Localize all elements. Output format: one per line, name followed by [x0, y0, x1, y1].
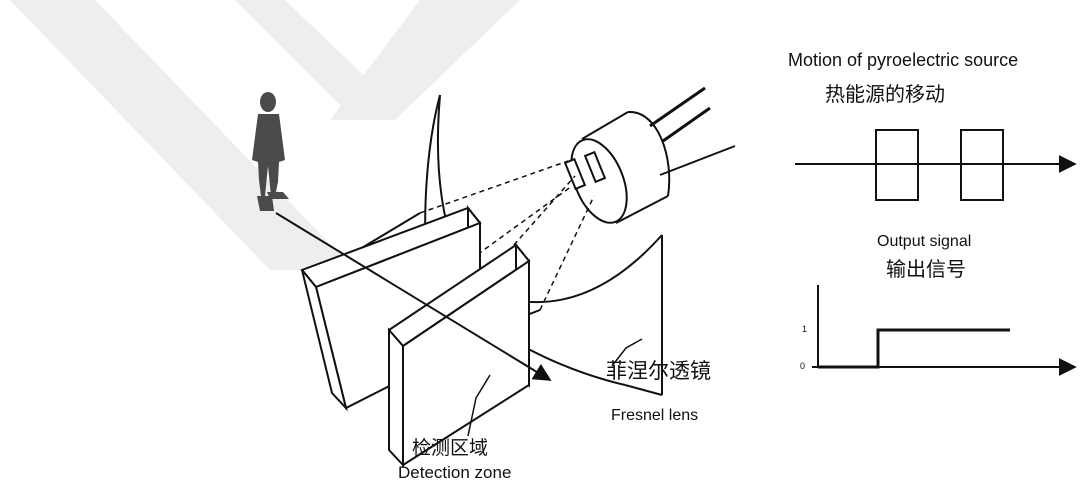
output-level-low: 0 [800, 361, 806, 371]
output-panel-title-en: Output signal [877, 233, 972, 250]
detection-zone-label-en: Detection zone [398, 463, 512, 482]
fresnel-lens-label-en: Fresnel lens [611, 407, 699, 424]
label-leaders [467, 338, 643, 437]
motion-panel-title-en: Motion of pyroelectric source [788, 50, 1019, 70]
motion-waveform [795, 129, 1077, 201]
output-level-high: 1 [802, 324, 808, 334]
output-signal-graph [812, 285, 1077, 376]
person-silhouette-icon [252, 92, 289, 211]
pir-sensor-housing [563, 86, 736, 224]
detection-zone-label-cn: 检测区域 [412, 437, 489, 459]
motion-panel-title-cn: 热能源的移动 [825, 82, 945, 106]
detection-zone-blocks [300, 205, 531, 468]
output-panel-title-cn: 输出信号 [886, 257, 966, 281]
motion-path-arrow [275, 212, 552, 381]
fresnel-lens-label-cn: 菲涅尔透镜 [606, 359, 711, 383]
